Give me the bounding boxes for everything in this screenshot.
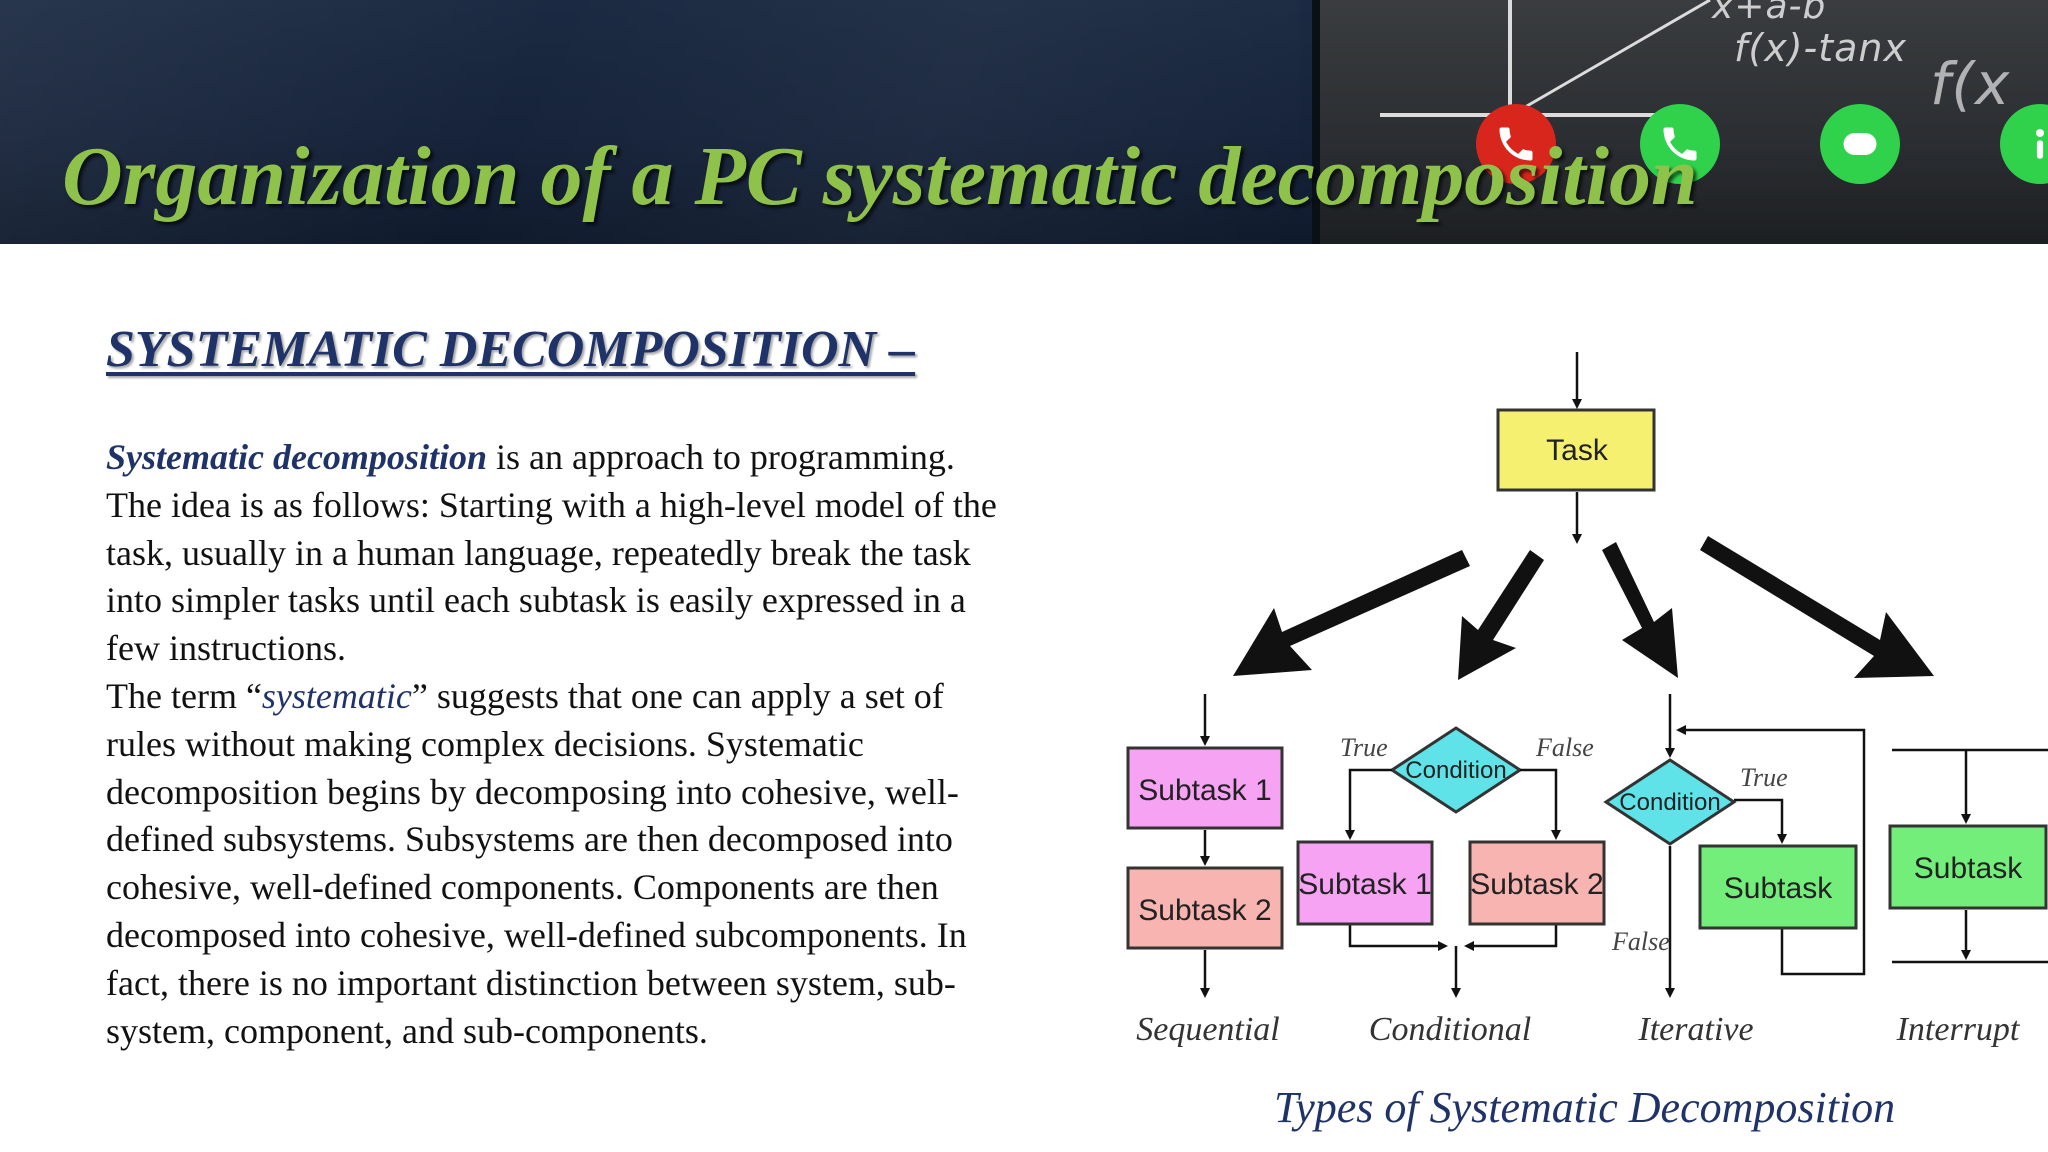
conditional-subtask-2-label: Subtask 2 <box>1470 868 1603 901</box>
body-line-8: decomposition begins by decomposing into… <box>106 771 959 812</box>
chalk-equation-1: x+a-b <box>1712 0 1827 27</box>
interrupt-subtask-label: Subtask <box>1914 852 2023 885</box>
body-line-6-post: ” suggests that one can apply a set of <box>411 675 944 716</box>
body-line-11: decomposed into cohesive, well-defined s… <box>106 914 967 955</box>
sequential-subtask-2 <box>1126 866 1284 950</box>
iterative-false-label: False <box>1611 927 1670 956</box>
chalk-equation-3: f(x <box>1930 50 2011 118</box>
conditional-condition-label: Condition <box>1405 757 1506 784</box>
body-paragraph: Systematic decomposition is an approach … <box>106 434 1106 1055</box>
iterative-label: Iterative <box>1637 1011 1753 1048</box>
big-arrow-sequential <box>1233 550 1470 676</box>
chat-bubble-icon <box>1820 104 1900 184</box>
decomposition-diagram: Task Subtask 1 Subtask 2 Sequential Cond… <box>1126 352 2048 1048</box>
sequential-subtask-1-label: Subtask 1 <box>1138 774 1271 807</box>
body-line-6-pre: The term “ <box>106 675 262 716</box>
conditional-true-label: True <box>1340 733 1388 762</box>
body-line-5: few instructions. <box>106 628 346 669</box>
body-line-6: The term “systematic” suggests that one … <box>106 673 1106 721</box>
chalk-graph-icon <box>1380 0 1711 135</box>
body-line-2: The idea is as follows: Starting with a … <box>106 484 997 525</box>
banner-background <box>0 0 1300 244</box>
big-arrow-iterative <box>1602 542 1678 678</box>
body-line-13: system, component, and sub-components. <box>106 1010 708 1051</box>
big-arrow-interrupt <box>1700 536 1934 678</box>
big-arrows <box>1233 536 1934 680</box>
iterative-subtask-label: Subtask <box>1724 872 1833 905</box>
conditional-false-label: False <box>1535 733 1594 762</box>
term-systematic: systematic <box>261 675 412 716</box>
iterative-condition-label: Condition <box>1619 789 1720 816</box>
term-systematic-decomposition: Systematic decomposition <box>106 437 487 477</box>
sequential-subtask-2-label: Subtask 2 <box>1138 894 1271 927</box>
big-arrow-conditional <box>1458 550 1544 680</box>
iterative-subtask <box>1698 844 1858 930</box>
body-line-9: defined subsystems. Subsystems are then … <box>106 819 953 860</box>
iterative-condition-diamond <box>1603 758 1737 846</box>
interrupt-subtask <box>1888 824 2048 910</box>
conditional-subtask-1 <box>1296 840 1434 926</box>
section-heading: SYSTEMATIC DECOMPOSITION – <box>106 321 916 378</box>
sequential-subtask-1 <box>1126 746 1284 830</box>
conditional-condition-diamond <box>1389 726 1523 814</box>
diagram-caption: Types of Systematic Decomposition <box>1274 1083 1896 1132</box>
body-line-12: fact, there is no important distinction … <box>106 962 956 1003</box>
sequential-label: Sequential <box>1136 1011 1280 1048</box>
header-banner: x+a-b f(x)-tanx f(x Organization of a PC… <box>0 0 2048 244</box>
task-box <box>1496 408 1656 492</box>
body-line-1: Systematic decomposition is an approach … <box>106 434 1106 482</box>
body-line-4: into simpler tasks until each subtask is… <box>106 580 966 621</box>
body-line-10: cohesive, well-defined components. Compo… <box>106 867 939 908</box>
body-line-3: task, usually in a human language, repea… <box>106 532 971 573</box>
chalk-equation-2: f(x)-tanx <box>1734 26 1907 70</box>
interrupt-label: Interrupt <box>1896 1011 2021 1048</box>
body-line-7: rules without making complex decisions. … <box>106 723 864 764</box>
conditional-subtask-2 <box>1468 840 1606 926</box>
task-label: Task <box>1546 434 1609 467</box>
iterative-true-label: True <box>1740 763 1788 792</box>
conditional-subtask-1-label: Subtask 1 <box>1298 868 1431 901</box>
body-line-1-rest: is an approach to programming. <box>486 437 955 477</box>
slide-title: Organization of a PC systematic decompos… <box>62 130 1698 223</box>
phone-hangup-icon <box>1476 104 1556 184</box>
conditional-label: Conditional <box>1369 1011 1531 1048</box>
phone-answer-icon <box>1640 104 1720 184</box>
